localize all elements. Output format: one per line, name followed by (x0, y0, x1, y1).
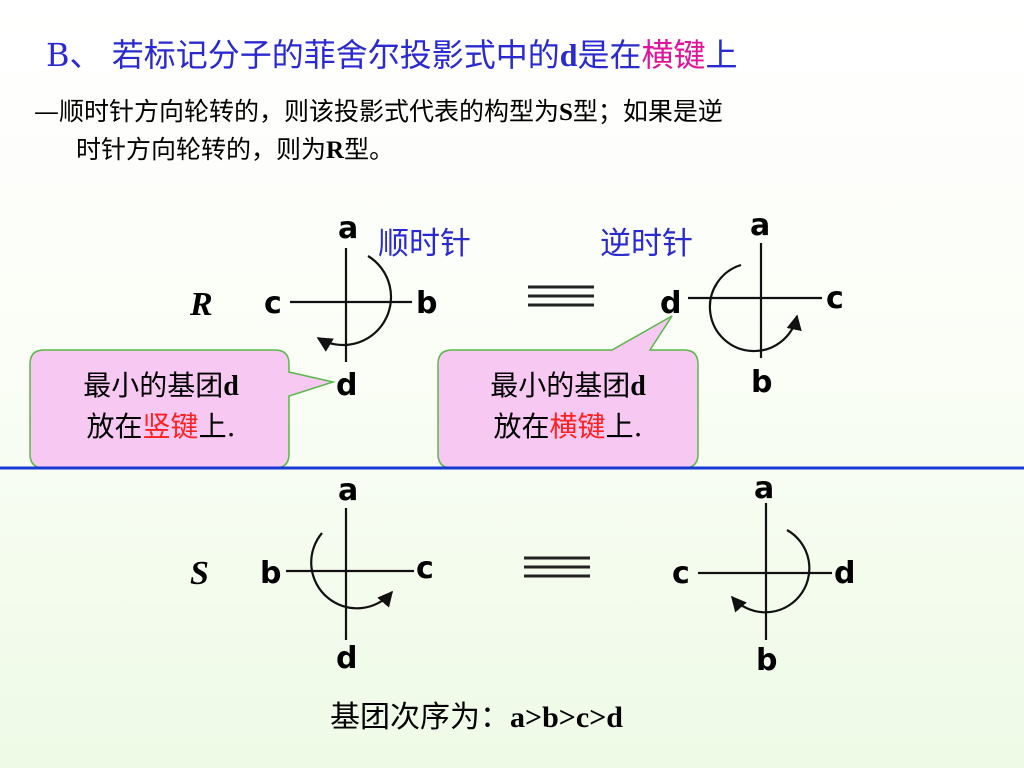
priority-order: 基团次序为：a>b>c>d (330, 700, 623, 735)
s-left-left-label: b (260, 556, 281, 591)
equivalence-sign-top (528, 285, 594, 307)
s-config-label: S (190, 555, 209, 592)
clockwise-label: 顺时针 (378, 226, 471, 262)
s-left-bottom-label: d (336, 641, 357, 676)
counterclockwise-label: 逆时针 (600, 226, 693, 262)
s-left-right-label: c (416, 551, 434, 586)
r-left-top-label: a (338, 211, 358, 246)
s-left-top-label: a (338, 473, 358, 508)
s-right-bottom-label: b (756, 643, 777, 678)
projection-s-right (698, 503, 832, 640)
rule-description-line2: 时针方向轮转的，则为R型。 (76, 135, 395, 164)
s-right-left-label: c (672, 556, 690, 591)
title-highlight: 横键 (641, 36, 706, 74)
rule-description-line1: —顺时针方向轮转的，则该投影式代表的构型为S型；如果是逆 (34, 97, 723, 126)
equivalence-sign-bottom (524, 556, 590, 578)
r-left-bottom-label: d (336, 368, 357, 403)
r-right-bottom-label: b (751, 365, 772, 400)
r-left-left-label: c (264, 286, 282, 321)
projection-s-left (286, 508, 414, 640)
page-title: B、 若标记分子的菲舍尔投影式中的d是在横键上 (46, 36, 738, 74)
callout-left-text: 最小的基团d 放在竖键上. (83, 369, 239, 443)
priority-order-value: a>b>c>d (510, 701, 623, 734)
projection-r-right (688, 243, 822, 358)
r-right-right-label: c (826, 281, 844, 316)
r-right-top-label: a (750, 208, 770, 243)
r-config-label: R (189, 286, 213, 323)
r-left-right-label: b (416, 286, 437, 321)
s-right-top-label: a (754, 471, 774, 506)
callout-right-text: 最小的基团d 放在横键上. (490, 369, 646, 443)
rule-description: —顺时针方向轮转的，则该投影式代表的构型为S型；如果是逆 时针方向轮转的，则为R… (34, 93, 994, 169)
r-right-left-label: d (660, 286, 681, 321)
s-right-right-label: d (834, 556, 855, 591)
projection-r-left (290, 248, 412, 362)
